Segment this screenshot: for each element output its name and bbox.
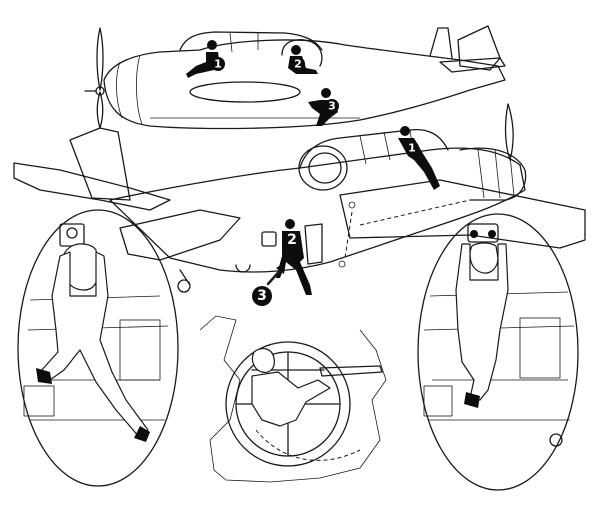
propeller-blade-upper — [96, 27, 104, 91]
callout-3-label: 3 — [257, 288, 267, 304]
side-door — [304, 223, 323, 265]
tail-fin — [69, 127, 131, 201]
aircraft-three-quarter-view: 1 2 3 — [13, 103, 586, 306]
turret-ring-outer — [225, 341, 351, 467]
main-badge-1: 1 — [408, 142, 416, 155]
pilot-cutaway-oval — [17, 209, 179, 487]
radioman-cutaway-fitting — [549, 433, 563, 447]
pilot-cutaway-panel — [119, 319, 161, 381]
gunner-body — [251, 371, 331, 427]
propeller-blade-lower — [96, 91, 104, 129]
vertical-stabilizer — [429, 27, 453, 59]
radioman-cutaway — [417, 213, 579, 491]
horizontal-stabilizer — [439, 57, 506, 73]
radioman-cutaway-panel — [519, 317, 561, 379]
engine-cowling — [459, 147, 527, 201]
rudder — [457, 25, 501, 71]
radioman-cutaway-box — [423, 385, 453, 417]
radioman-head — [469, 242, 499, 274]
wing-fold-dashes — [359, 199, 471, 226]
main-canopy — [299, 128, 449, 169]
radioman-boot — [464, 392, 480, 408]
callout-3: 3 — [252, 262, 286, 306]
gunsight-box — [59, 223, 85, 247]
main-fuselage — [109, 147, 526, 273]
pilot-cutaway-box — [23, 385, 55, 417]
radioman-body — [455, 243, 509, 401]
tail-plane — [119, 209, 241, 261]
main-turret — [298, 145, 348, 191]
station-badge-1: 1 — [214, 58, 222, 71]
fuselage-outline — [103, 39, 506, 130]
turret-gun — [319, 365, 383, 377]
crew-radioman-top: 3 — [308, 88, 339, 126]
main-badge-2: 2 — [287, 232, 297, 248]
station-badge-2: 2 — [294, 58, 302, 71]
crew-pilot-main: 1 — [398, 126, 440, 190]
belly-hatch — [235, 264, 251, 273]
crew-gunner-top: 2 — [288, 45, 318, 74]
pilot-boot-right — [134, 426, 150, 442]
radioman-cutaway-oval — [417, 213, 579, 491]
wing-root-oval — [189, 81, 301, 103]
side-window — [261, 231, 277, 247]
radio-device — [467, 223, 499, 243]
crew-pilot-top: 1 — [186, 40, 225, 78]
aircraft-side-view: 1 2 3 — [84, 25, 506, 130]
pilot-boot-left — [36, 368, 52, 384]
right-wing — [339, 179, 586, 249]
pilot-cockpit-cutaway — [17, 209, 179, 487]
turret-bubble — [281, 39, 323, 67]
turret-dashed-arc — [255, 429, 361, 461]
leader-line — [344, 211, 353, 259]
station-badge-3: 3 — [328, 100, 336, 113]
gunner-head — [251, 348, 275, 373]
left-wing — [13, 162, 171, 211]
main-propeller — [504, 103, 514, 161]
canopy-outline — [179, 31, 323, 51]
tail-wheel — [177, 269, 191, 293]
turret-gunner-cutaway — [199, 315, 387, 483]
crew-radioman-main: 2 — [276, 219, 312, 295]
turret-broken-outline — [199, 315, 387, 483]
